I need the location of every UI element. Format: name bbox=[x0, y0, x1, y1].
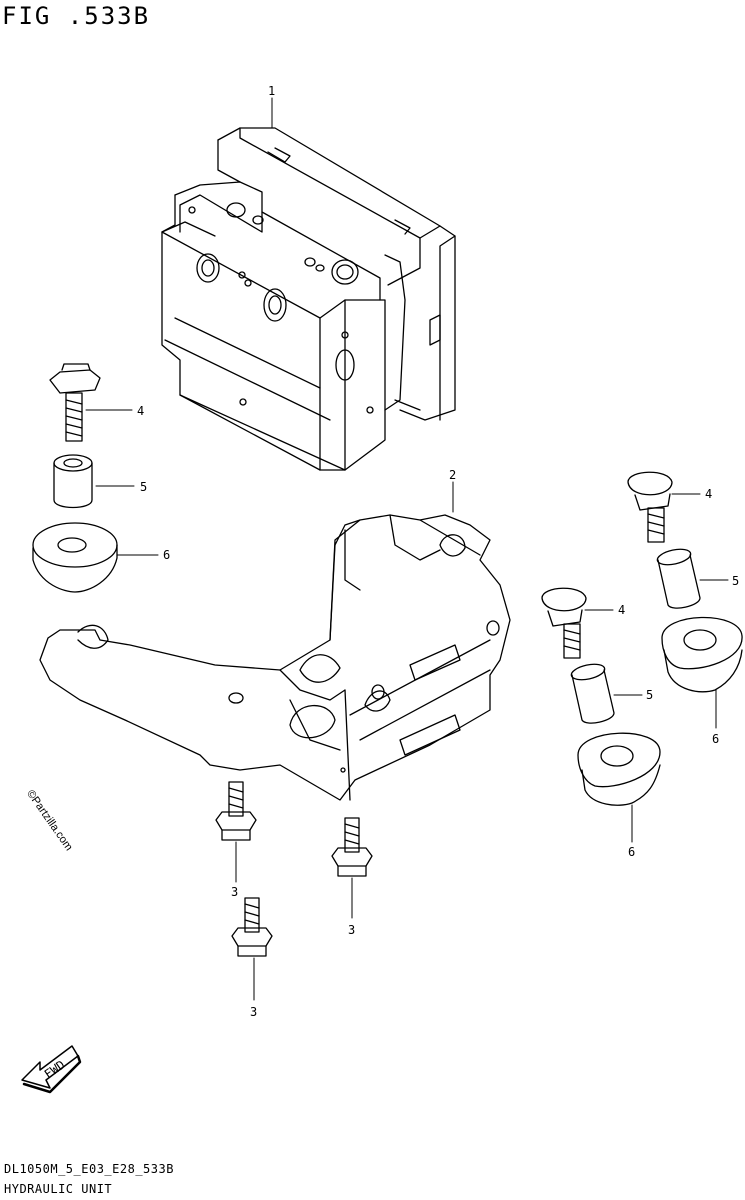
callout-6a: 6 bbox=[163, 548, 170, 562]
fwd-arrow-icon: FWD bbox=[21, 1045, 82, 1094]
spacer-part-5a[interactable] bbox=[53, 454, 93, 509]
callout-4b: 4 bbox=[705, 487, 712, 501]
callout-5b: 5 bbox=[732, 574, 739, 588]
callout-1: 1 bbox=[268, 84, 275, 98]
hydraulic-unit-part[interactable] bbox=[161, 127, 456, 471]
bracket-part[interactable] bbox=[39, 514, 511, 801]
section-name: HYDRAULIC UNIT bbox=[4, 1182, 113, 1196]
bolt-part-3a[interactable] bbox=[215, 781, 257, 841]
bolt-part-3c[interactable] bbox=[231, 897, 273, 957]
leader-lines bbox=[85, 97, 729, 1001]
flange-bolt-part-4c[interactable] bbox=[541, 587, 587, 659]
callout-5a: 5 bbox=[140, 480, 147, 494]
callout-6c: 6 bbox=[628, 845, 635, 859]
callout-2: 2 bbox=[449, 468, 456, 482]
callout-6b: 6 bbox=[712, 732, 719, 746]
model-code: DL1050M_5_E03_E28_533B bbox=[4, 1162, 174, 1176]
callout-5c: 5 bbox=[646, 688, 653, 702]
flange-bolt-part-4a[interactable] bbox=[49, 363, 101, 442]
cushion-part-6b[interactable] bbox=[661, 616, 743, 693]
callout-3b: 3 bbox=[348, 923, 355, 937]
callout-3a: 3 bbox=[231, 885, 238, 899]
cushion-part-6c[interactable] bbox=[577, 732, 661, 806]
cushion-part-6a[interactable] bbox=[32, 522, 118, 593]
spacer-part-5c[interactable] bbox=[570, 662, 615, 724]
callout-4c: 4 bbox=[618, 603, 625, 617]
figure-title: FIG .533B bbox=[2, 2, 151, 30]
callout-3c: 3 bbox=[250, 1005, 257, 1019]
flange-bolt-part-4b[interactable] bbox=[627, 471, 673, 543]
spacer-part-5b[interactable] bbox=[656, 547, 701, 609]
callout-4a: 4 bbox=[137, 404, 144, 418]
bolt-part-3b[interactable] bbox=[331, 817, 373, 877]
